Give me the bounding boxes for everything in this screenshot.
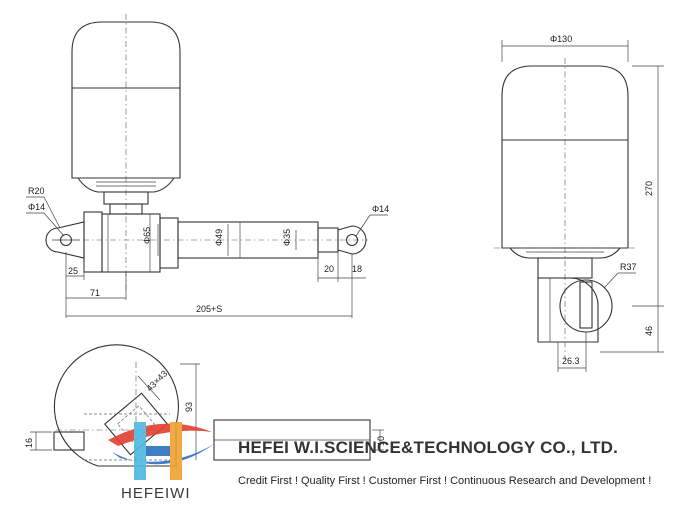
bottom-view: 43×43 93 16 10 (24, 344, 386, 480)
dim-phi14-left: Φ14 (28, 202, 45, 212)
logo-h-crossbar (146, 446, 170, 456)
dim-phi65: Φ65 (142, 227, 152, 244)
logo-swoosh-red (108, 423, 212, 446)
company-name: HEFEI W.I.SCIENCE&TECHNOLOGY CO., LTD. (238, 438, 619, 457)
dim-18: 18 (352, 264, 362, 274)
dim-phi49: Φ49 (214, 229, 224, 246)
dim-25: 25 (68, 266, 78, 276)
motor-housing (71, 21, 181, 179)
dim-r37: R37 (620, 262, 637, 272)
dim-46: 46 (644, 326, 654, 336)
company-slogan: Credit First ! Quality First ! Customer … (238, 475, 652, 487)
dim-43x43: 43×43 (144, 368, 169, 393)
dim-10: 10 (376, 436, 386, 446)
dim-205s: 205+S (196, 304, 222, 314)
dim-26-3: 26.3 (562, 356, 580, 366)
side-view: Φ130 270 46 R37 26.3 (494, 34, 664, 372)
logo-h-right-bar (170, 422, 182, 480)
front-view: Φ65 Φ49 Φ35 R20 Φ14 Φ14 25 71 20 18 205+… (26, 14, 389, 318)
dim-270: 270 (644, 181, 654, 196)
dim-71: 71 (90, 288, 100, 298)
logo-swoosh-blue (112, 444, 214, 465)
dim-phi130: Φ130 (550, 34, 572, 44)
dim-phi35: Φ35 (282, 229, 292, 246)
dim-20: 20 (324, 264, 334, 274)
dim-r20: R20 (28, 186, 45, 196)
dim-93: 93 (184, 402, 194, 412)
dim-16: 16 (24, 438, 34, 448)
dim-phi14-right: Φ14 (372, 204, 389, 214)
front-clevis (337, 225, 367, 255)
logo-h-left-bar (134, 422, 146, 480)
brand-name: HEFEIWI (121, 485, 191, 502)
rear-clevis (45, 221, 85, 259)
hefeiwi-logo (108, 422, 214, 480)
motor-end-bottom (53, 344, 179, 467)
motor-housing-side (501, 65, 629, 249)
